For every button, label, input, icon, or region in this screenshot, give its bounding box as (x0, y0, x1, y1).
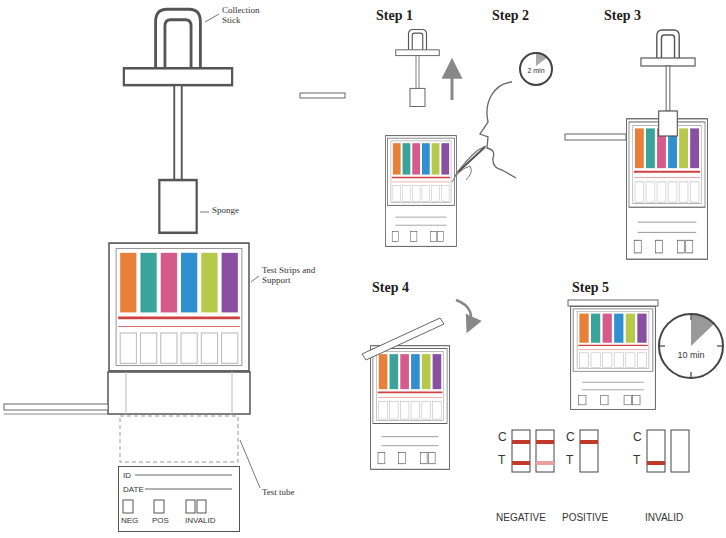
result-strips-part (512, 461, 530, 465)
callout-label: Test Strips and Support (262, 266, 322, 286)
step-1-illustration-part (386, 136, 457, 247)
line-letter: T (633, 454, 640, 467)
card-text: INVALID (185, 517, 216, 525)
result-strips-part (671, 430, 689, 472)
step-4-illustration-part (362, 318, 444, 360)
result-label: POSITIVE (562, 512, 608, 523)
result-strips (512, 430, 689, 472)
result-strips-part (647, 430, 665, 472)
result-strips-part (647, 461, 665, 465)
line-letter: T (566, 454, 573, 467)
step-4-illustration-part (371, 346, 450, 470)
result-label: INVALID (645, 512, 683, 523)
clock-circle: 10 min (658, 313, 724, 379)
step-5-illustration (568, 300, 722, 409)
overview-illustration-part (124, 9, 232, 233)
step-1-illustration-part (396, 29, 440, 106)
label-card: ID DATE NEG POS INVALID (118, 466, 240, 532)
leader-line (251, 276, 259, 282)
step-3-illustration-part (627, 119, 708, 259)
overview-illustration-part (109, 243, 249, 371)
overview-illustration-part (197, 500, 206, 513)
overview-illustration-part (4, 414, 108, 415)
step-title: Step 1 (376, 8, 413, 23)
step-1-illustration (300, 29, 456, 246)
line-letter: C (633, 431, 642, 444)
timer-text: 2 min (527, 67, 544, 84)
step-title: Step 5 (572, 280, 609, 295)
leader-line (205, 14, 219, 22)
callout-label: Collection Stick (222, 6, 274, 26)
result-strips-part (536, 461, 554, 465)
overview-illustration-part (120, 416, 238, 462)
step-5-illustration-part-part (690, 315, 692, 320)
card-text: ID (123, 472, 131, 480)
result-strips-part (512, 440, 530, 444)
step-3-illustration-part (641, 30, 695, 136)
step-5-illustration-part (571, 307, 656, 410)
line-letter: T (498, 454, 505, 467)
step-4-illustration (362, 300, 471, 469)
result-strips-part (512, 430, 530, 472)
result-strips-part (580, 440, 598, 444)
overview-illustration-part (186, 500, 195, 513)
step-3-illustration-part (565, 134, 626, 140)
step-5-illustration-part (568, 300, 658, 306)
step-title: Step 4 (372, 280, 409, 295)
result-strips-part (580, 430, 598, 472)
leader-line (200, 212, 209, 213)
overview-illustration-part (123, 500, 133, 513)
overview-illustration-part (126, 372, 127, 414)
timer-circle: 2 min (519, 52, 553, 86)
step-title: Step 2 (492, 8, 529, 23)
step-title: Step 3 (604, 8, 641, 23)
step-5-illustration-part (660, 315, 722, 377)
overview-illustration-part (232, 372, 233, 414)
card-text: POS (152, 517, 169, 525)
step-2-illustration-part (452, 166, 471, 182)
step-5-illustration-part-part (717, 345, 722, 347)
card-text: NEG (121, 517, 138, 525)
callout-label: Test tube (262, 488, 295, 498)
line-letter: C (566, 431, 575, 444)
line-letter: C (498, 431, 507, 444)
step-2-illustration (452, 52, 548, 182)
overview-illustration-part (135, 475, 232, 476)
leader-line (240, 440, 260, 488)
step-5-illustration-part (691, 313, 715, 346)
overview-illustration-part (154, 500, 164, 513)
result-strips-part (536, 430, 554, 472)
overview-illustration (4, 9, 260, 513)
card-text: DATE (123, 486, 144, 494)
step-1-illustration-part (451, 62, 454, 100)
overview-illustration-part (145, 489, 232, 490)
step-3-illustration (565, 30, 707, 259)
result-label: NEGATIVE (496, 512, 546, 523)
result-strips-part (536, 440, 554, 444)
step-1-illustration-part (300, 93, 345, 98)
overview-illustration-part (4, 404, 108, 410)
step-5-illustration-part-part (690, 372, 692, 377)
timer-text: 10 min (677, 351, 704, 377)
step-4-illustration-part (456, 300, 471, 330)
callout-label: Sponge (212, 206, 239, 216)
overview-illustration-part (108, 372, 250, 414)
step-2-illustration-part (536, 52, 548, 66)
step-5-illustration-part-part (660, 345, 665, 347)
step-2-illustration-part (480, 82, 516, 178)
